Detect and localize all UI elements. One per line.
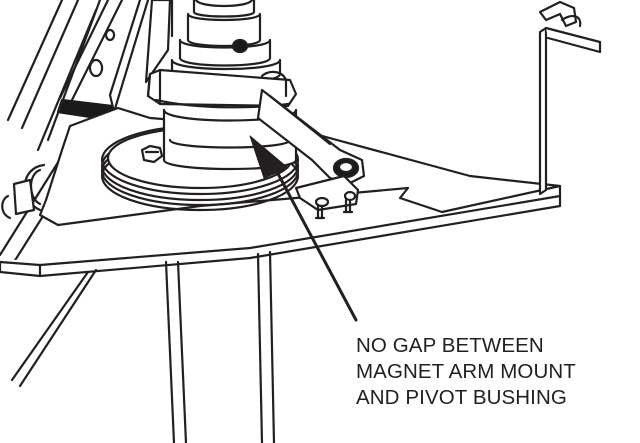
callout-line: NO GAP BETWEEN (356, 334, 544, 357)
magnet-bracket (294, 174, 360, 220)
callout-line: AND PIVOT BUSHING (356, 386, 567, 409)
hex-nut (140, 144, 164, 164)
callout-text: NO GAP BETWEEN MAGNET ARM MOUNT AND PIVO… (356, 333, 638, 411)
left-clip (1, 163, 46, 220)
callout-line: MAGNET ARM MOUNT (356, 360, 576, 383)
support-legs (10, 250, 276, 443)
right-bracket (538, 0, 602, 196)
inclined-frame (0, 0, 174, 264)
leader-arrow (249, 135, 358, 322)
